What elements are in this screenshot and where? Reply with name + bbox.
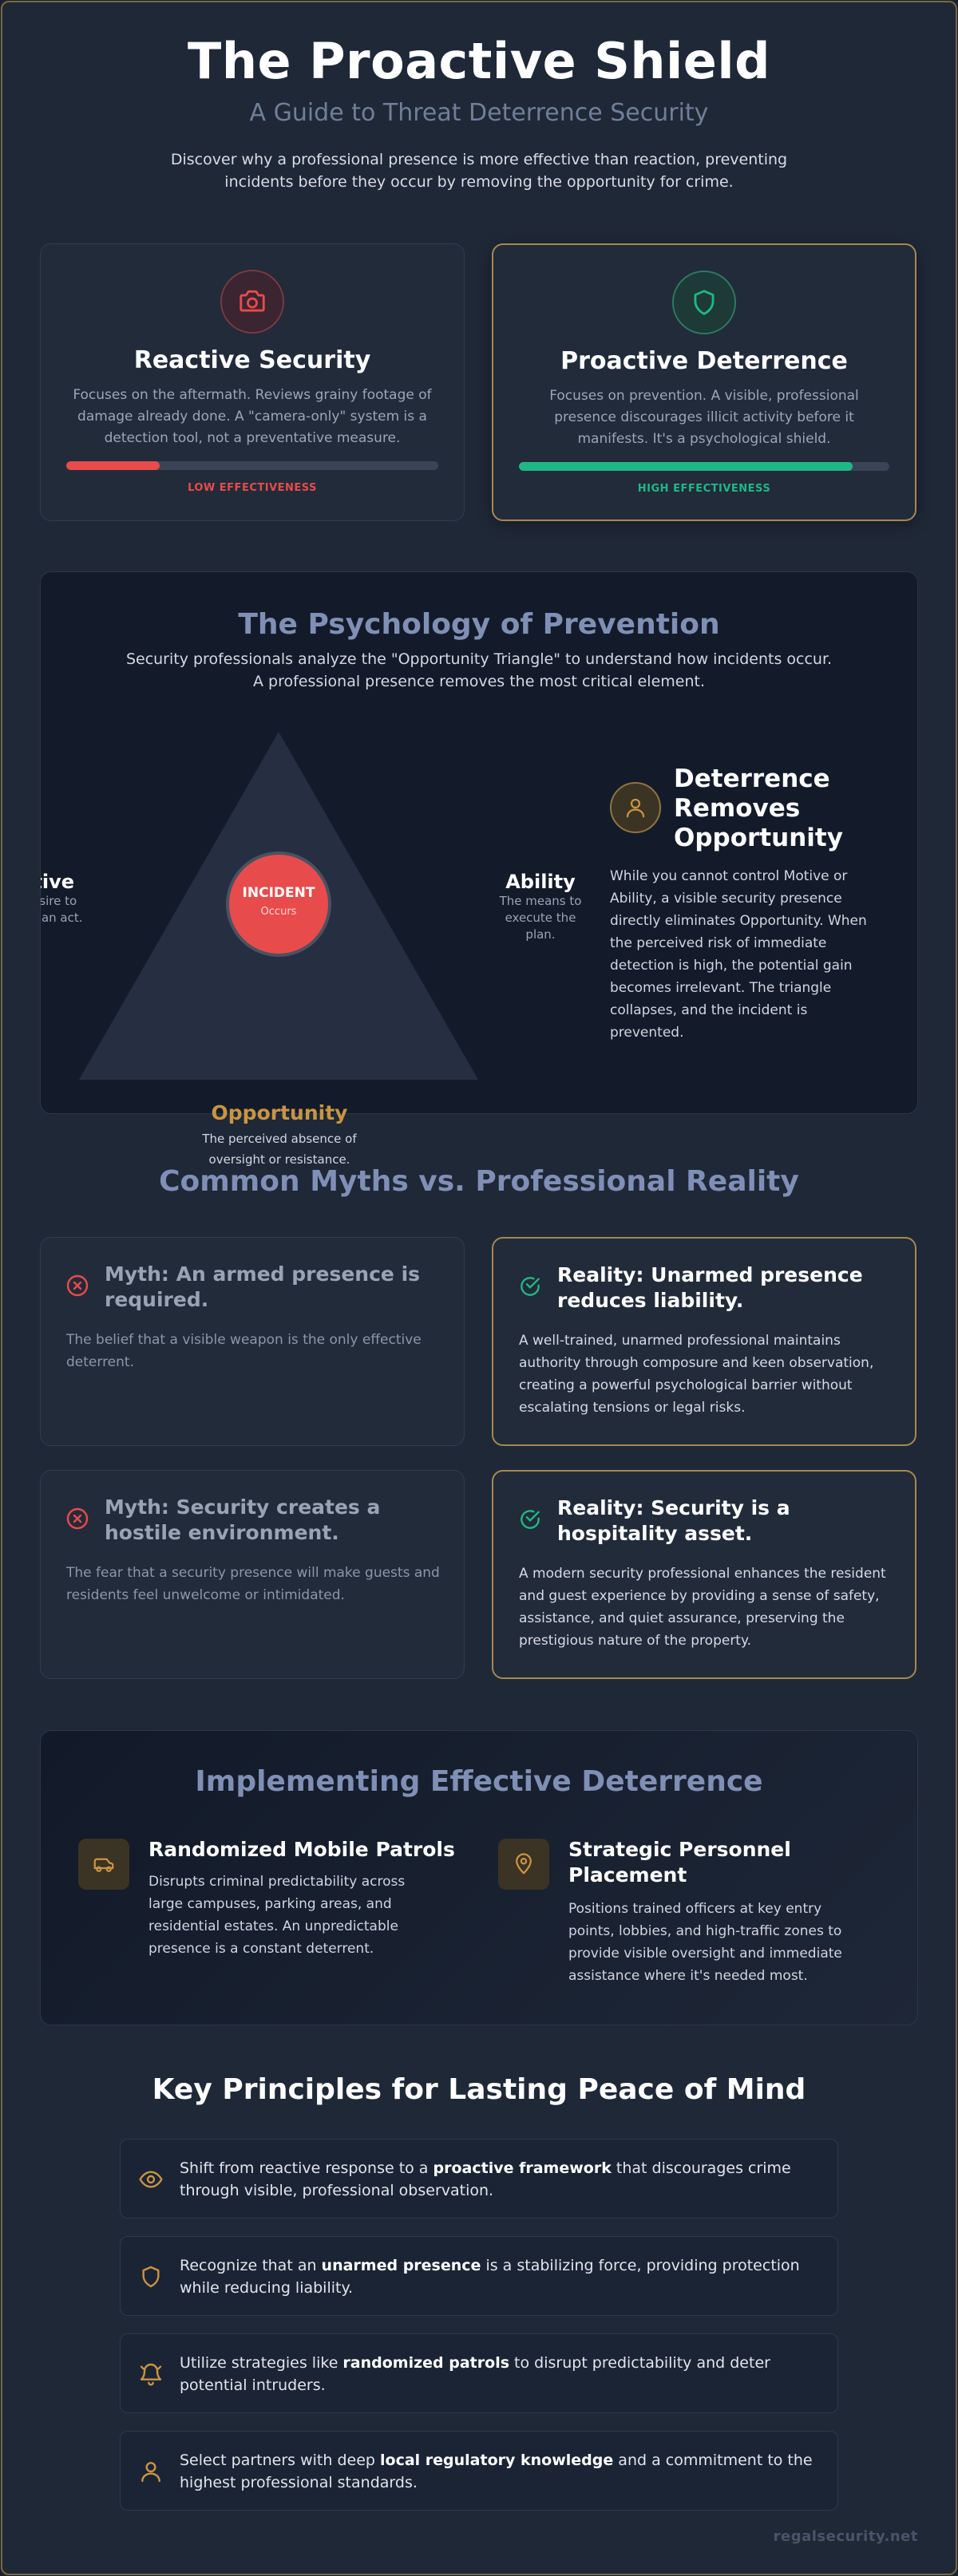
x-circle-icon	[66, 1274, 89, 1297]
proactive-deterrence-description: Focuses on prevention. A visible, profes…	[549, 388, 859, 447]
myth-heading: Myth: An armed presence is required.	[105, 1262, 421, 1311]
principle-text: Recognize that an unarmed presence is a …	[180, 2257, 800, 2297]
deterrence-text: While you cannot control Motive or Abili…	[610, 868, 867, 1041]
principle-text: Select partners with deep local regulato…	[180, 2452, 813, 2491]
reality-card: Reality: Security is a hospitality asset…	[492, 1470, 916, 1679]
reactive-security-description: Focuses on the aftermath. Reviews grainy…	[73, 387, 432, 446]
page-intro: Discover why a professional presence is …	[170, 151, 788, 191]
reality-heading: Reality: Security is a hospitality asset…	[557, 1496, 790, 1545]
opportunity-label: Opportunity	[211, 1101, 348, 1124]
opportunity-description: The perceived absence of oversight or re…	[202, 1132, 357, 1167]
principle-emphasis: randomized patrols	[342, 2354, 510, 2372]
user-icon	[141, 2462, 160, 2483]
proactive-deterrence-title: Proactive Deterrence	[560, 347, 848, 375]
myth-heading: Myth: Security creates a hostile environ…	[105, 1495, 381, 1544]
implementing-title: Implementing Effective Deterrence	[195, 1765, 763, 1798]
patrols-text: Disrupts criminal predictability across …	[148, 1874, 406, 1957]
incident-sublabel: Occurs	[260, 906, 297, 918]
ability-label: Ability	[505, 871, 576, 893]
footer-site[interactable]: regalsecurity.net	[773, 2528, 918, 2545]
principle-item: Select partners with deep local regulato…	[120, 2431, 838, 2511]
check-circle-icon	[521, 1510, 540, 1529]
reactive-effectiveness-bar	[66, 461, 438, 470]
principles-title: Key Principles for Lasting Peace of Mind	[152, 2073, 806, 2106]
deterrence-title: Deterrence Removes Opportunity	[674, 765, 843, 852]
myth-card: Myth: An armed presence is required. The…	[40, 1237, 465, 1446]
page-subtitle: A Guide to Threat Deterrence Security	[249, 99, 709, 127]
reality-body: A well-trained, unarmed professional mai…	[519, 1333, 874, 1416]
vehicle-icon	[78, 1839, 129, 1890]
motive-label: Motive	[41, 871, 74, 893]
principle-text: Shift from reactive response to a proact…	[180, 2159, 791, 2199]
user-icon	[610, 782, 661, 833]
shield-icon	[672, 271, 736, 334]
opportunity-triangle	[79, 732, 478, 1080]
reactive-effectiveness-fill	[66, 461, 160, 470]
proactive-effectiveness-bar	[519, 462, 889, 471]
reactive-effectiveness-label: LOW EFFECTIVENESS	[188, 482, 317, 494]
myths-title: Common Myths vs. Professional Reality	[159, 1165, 799, 1198]
page-title: The Proactive Shield	[188, 32, 770, 90]
eye-icon	[139, 2171, 163, 2188]
reality-heading: Reality: Unarmed presence reduces liabil…	[557, 1263, 863, 1312]
psychology-title: The Psychology of Prevention	[238, 608, 720, 641]
triangle-motive: Motive The desire to commit an act.	[40, 871, 117, 926]
patrols-heading: Randomized Mobile Patrols	[148, 1838, 455, 1861]
placement-heading: Strategic Personnel Placement	[568, 1838, 791, 1887]
reactive-security-card: Reactive Security Focuses on the afterma…	[40, 243, 465, 521]
proactive-deterrence-card: Proactive Deterrence Focuses on preventi…	[492, 243, 916, 521]
reactive-security-title: Reactive Security	[133, 346, 371, 374]
map-pin-icon	[498, 1839, 549, 1890]
proactive-effectiveness-fill	[519, 462, 853, 471]
proactive-effectiveness-label: HIGH EFFECTIVENESS	[637, 483, 771, 495]
principle-item: Recognize that an unarmed presence is a …	[120, 2236, 838, 2316]
myth-body: The belief that a visible weapon is the …	[66, 1332, 422, 1370]
psychology-panel: Motive The desire to commit an act. Abil…	[40, 571, 918, 1114]
shield-icon	[142, 2266, 160, 2288]
myth-body: The fear that a security presence will m…	[66, 1565, 440, 1603]
incident-label: INCIDENT	[242, 885, 315, 901]
incident-circle	[226, 851, 331, 957]
myth-card: Myth: Security creates a hostile environ…	[40, 1470, 465, 1679]
principle-item: Shift from reactive response to a proact…	[120, 2139, 838, 2218]
psychology-intro: Security professionals analyze the "Oppo…	[125, 650, 833, 690]
x-circle-icon	[66, 1507, 89, 1530]
reality-body: A modern security professional enhances …	[519, 1566, 886, 1649]
principle-item: Utilize strategies like randomized patro…	[120, 2333, 838, 2413]
placement-text: Positions trained officers at key entry …	[568, 1901, 842, 1984]
triangle-ability: Ability The means to execute the plan.	[485, 871, 596, 943]
motive-description: The desire to commit an act.	[40, 894, 83, 925]
bell-icon	[140, 2363, 162, 2386]
reality-card: Reality: Unarmed presence reduces liabil…	[492, 1237, 916, 1446]
principle-text: Utilize strategies like randomized patro…	[180, 2354, 770, 2394]
principle-emphasis: unarmed presence	[321, 2257, 481, 2274]
ability-description: The means to execute the plan.	[499, 894, 582, 942]
principle-emphasis: local regulatory knowledge	[380, 2452, 614, 2469]
implementing-panel	[40, 1730, 918, 2025]
check-circle-icon	[521, 1277, 540, 1296]
camera-icon	[220, 270, 284, 334]
incident-center: INCIDENT Occurs	[228, 885, 330, 918]
principle-emphasis: proactive framework	[433, 2159, 612, 2177]
